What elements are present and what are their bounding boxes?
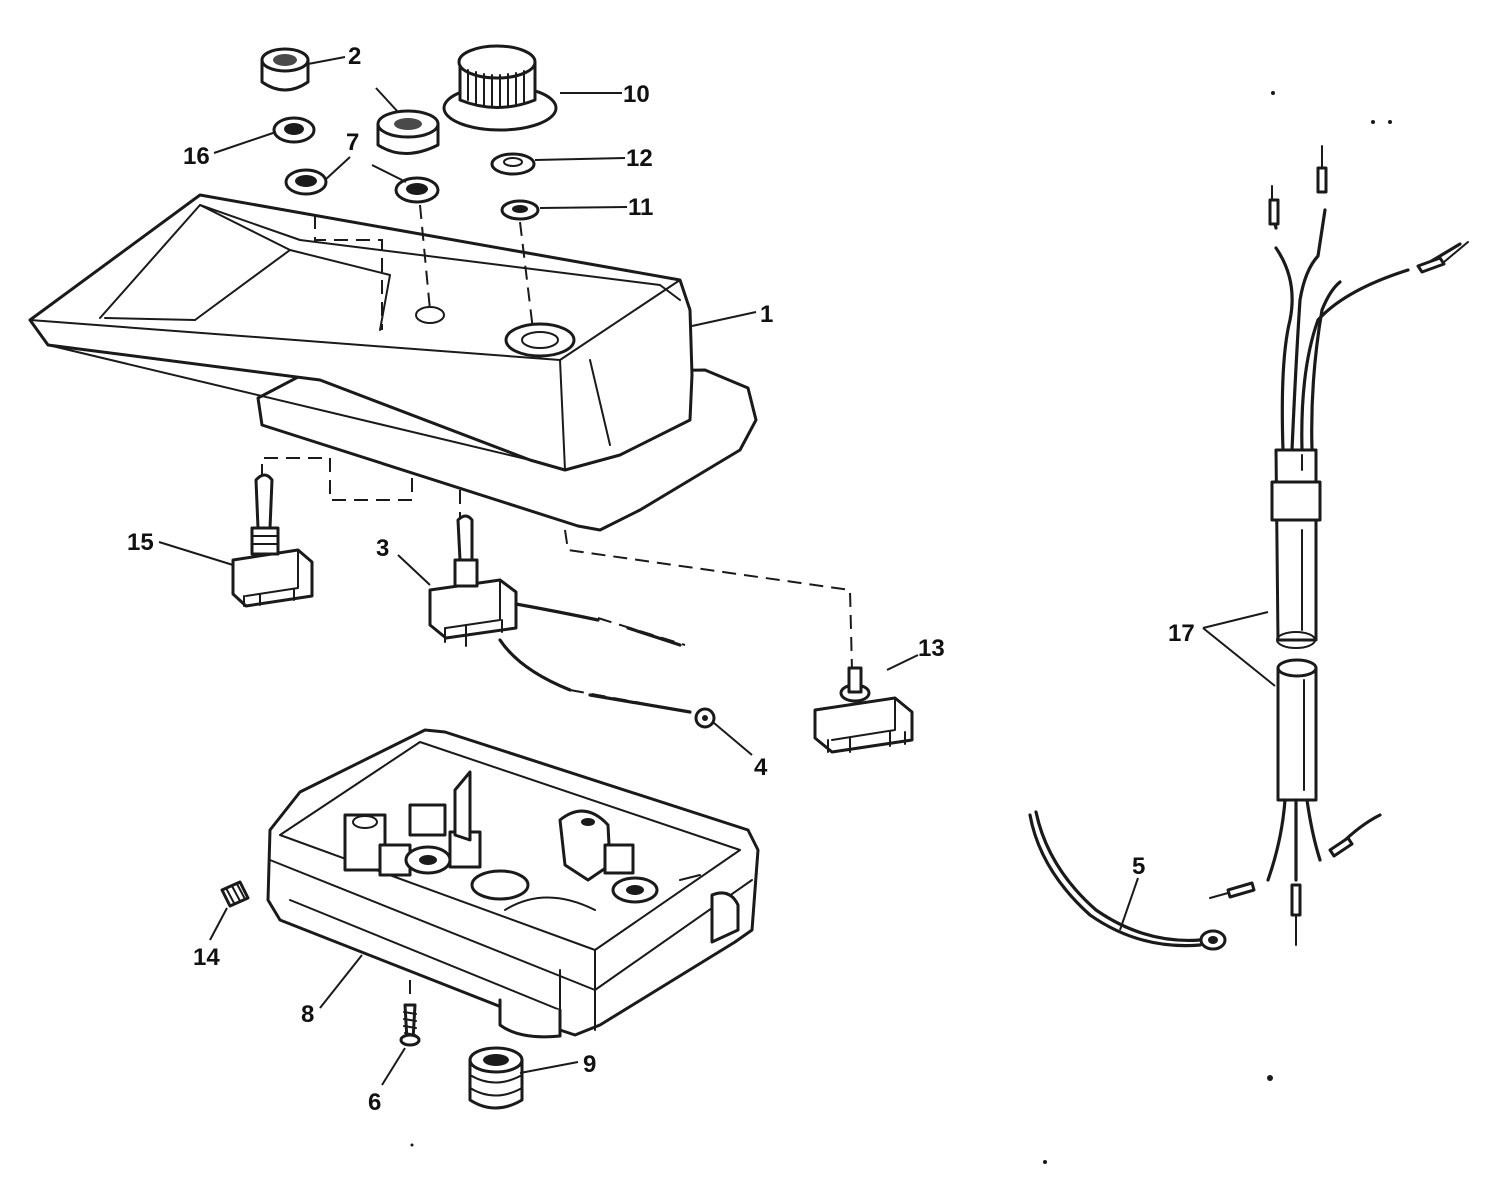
screw <box>399 980 421 1047</box>
callout-17: 17 <box>1168 620 1195 647</box>
callout-3: 3 <box>376 535 389 562</box>
callout-11: 11 <box>628 194 653 221</box>
nuts-and-washers <box>272 116 540 221</box>
set-screw <box>220 880 250 908</box>
switch-13 <box>813 666 914 754</box>
pedal-cover <box>28 193 758 532</box>
ring-terminal <box>694 707 716 729</box>
callout-13: 13 <box>918 635 945 662</box>
leader-lines <box>158 56 1276 1086</box>
stray-marks <box>410 91 1392 1164</box>
ground-wire <box>1028 810 1227 951</box>
caps <box>260 47 440 155</box>
switch-3 <box>428 514 692 714</box>
knob <box>442 44 558 132</box>
callout-12: 12 <box>626 145 653 172</box>
callout-1: 1 <box>760 301 773 328</box>
callout-6: 6 <box>368 1089 381 1116</box>
callout-5: 5 <box>1132 853 1145 880</box>
cable <box>1209 145 1469 946</box>
callout-10: 10 <box>623 81 650 108</box>
callout-8: 8 <box>301 1001 314 1028</box>
callout-4: 4 <box>754 754 768 781</box>
toggle-switch-15 <box>231 473 314 608</box>
callout-14: 14 <box>193 944 220 971</box>
callout-16: 16 <box>183 143 210 170</box>
lower-housing <box>266 728 760 1039</box>
callout-9: 9 <box>583 1051 596 1078</box>
grommet <box>468 1046 524 1110</box>
callout-7: 7 <box>346 129 359 156</box>
callout-labels: 1 2 3 4 5 6 7 8 9 10 11 12 13 14 15 16 1… <box>127 43 1195 1116</box>
callout-15: 15 <box>127 529 154 556</box>
callout-2: 2 <box>348 43 361 70</box>
